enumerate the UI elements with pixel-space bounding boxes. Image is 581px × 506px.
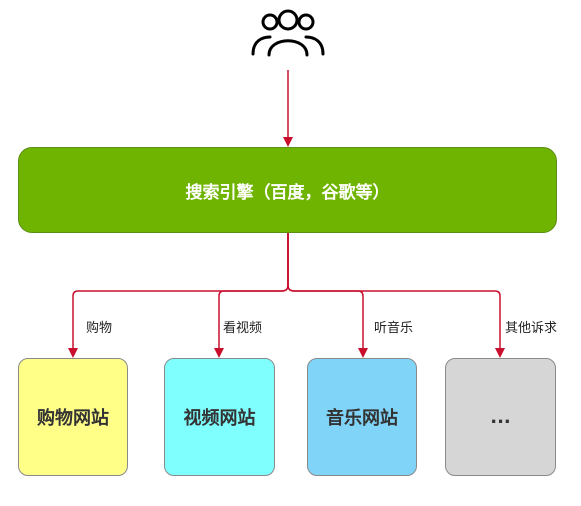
music-site-label: 音乐网站 [326,408,398,429]
arrow-to-video [214,233,289,358]
edge-label-shopping: 购物 [86,321,113,336]
edge-label-music: 听音乐 [374,321,414,336]
arrow-to-shopping [68,233,289,358]
video-site-label: 视频网站 [183,408,256,429]
other-site-label: ... [490,406,511,428]
search-engine-label: 搜索引擎（百度，谷歌等） [185,182,390,203]
edge-label-other: 其他诉求 [505,321,558,336]
arrow-to-music [287,233,368,358]
shopping-site-label: 购物网站 [37,408,109,429]
video-site-box: 视频网站 [164,358,275,476]
arrow-to-other [287,233,505,358]
search-engine-box: 搜索引擎（百度，谷歌等） [18,147,557,233]
other-site-box: ... [445,358,556,476]
shopping-site-box: 购物网站 [18,358,128,476]
music-site-box: 音乐网站 [307,358,417,476]
edge-label-video: 看视频 [223,321,263,336]
users-icon [251,9,325,57]
